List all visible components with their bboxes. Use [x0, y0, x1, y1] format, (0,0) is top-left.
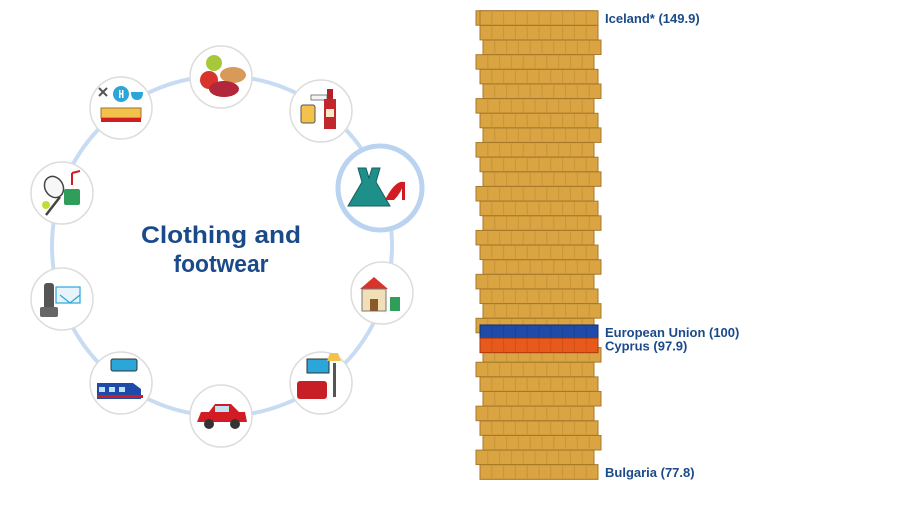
clothing-footwear-icon[interactable]: [335, 143, 425, 233]
food-icon[interactable]: [189, 45, 253, 109]
coin-label: Bulgaria (77.8): [605, 465, 695, 480]
hotel-restaurant-icon[interactable]: [89, 76, 153, 140]
coin-label: European Union (100): [605, 325, 739, 340]
furnishings-icon[interactable]: [289, 351, 353, 415]
transport-icon[interactable]: [89, 351, 153, 415]
coin-marker: [479, 10, 599, 26]
car-icon[interactable]: [189, 384, 253, 448]
alcohol-tobacco-icon[interactable]: [289, 79, 353, 143]
coin-labels: Iceland* (149.9) European Union (100)Cypr…: [605, 11, 739, 480]
coin-stack-chart: Iceland* (149.9) European Union (100)Cypr…: [475, 10, 739, 480]
coin-stack: [475, 10, 602, 480]
center-title-line-2: footwear: [174, 251, 269, 278]
communication-icon[interactable]: [30, 267, 94, 331]
center-title-line-1: Clothing and: [141, 222, 301, 249]
selected-country-coin: [479, 337, 599, 354]
coin-label: Cyprus (97.9): [605, 338, 687, 353]
housing-icon[interactable]: [350, 261, 414, 325]
recreation-icon[interactable]: [30, 161, 94, 225]
coin-label: Iceland* (149.9): [605, 11, 700, 26]
category-wheel: Clothing and footwear: [30, 45, 425, 448]
coin-marker: [479, 464, 599, 480]
